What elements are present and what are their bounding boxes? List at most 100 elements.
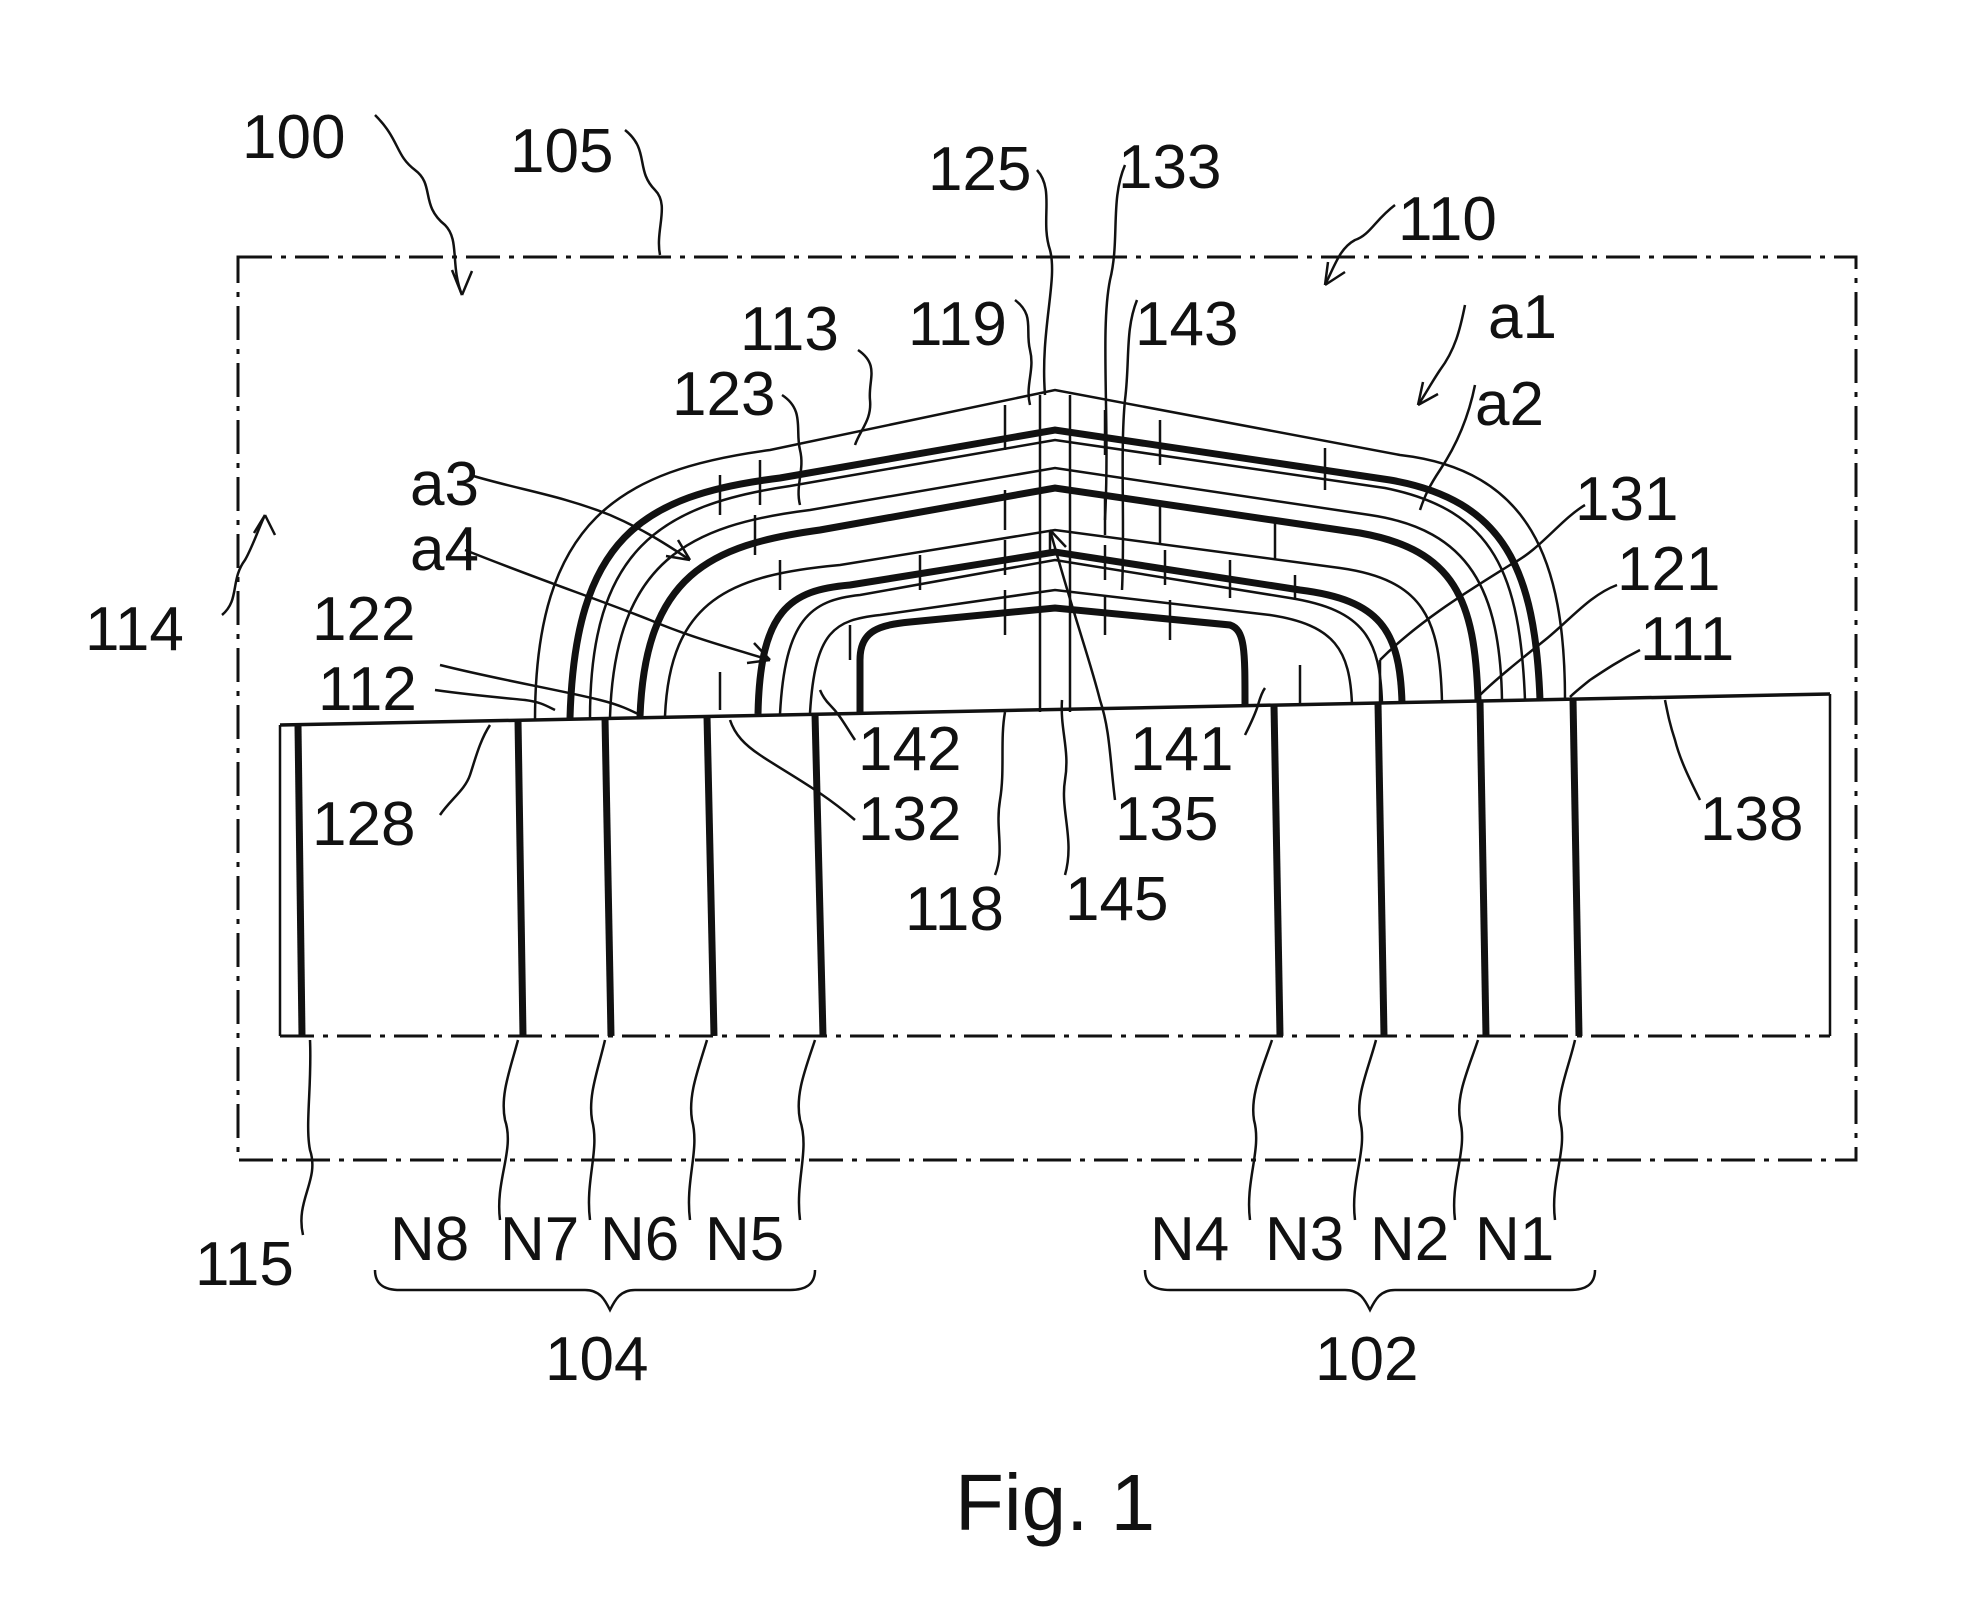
leader-100 <box>374 114 464 296</box>
label-N3: N3 <box>1265 1205 1344 1274</box>
label-a2: a2 <box>1475 370 1544 439</box>
leader-N5 <box>797 1039 817 1221</box>
label-128: 128 <box>312 790 415 859</box>
label-N2: N2 <box>1370 1205 1449 1274</box>
trench-N7 <box>601 717 615 1037</box>
brace-104 <box>373 1269 817 1313</box>
leader-138 <box>1663 699 1702 801</box>
leader-128 <box>438 724 492 816</box>
segment-ticks <box>718 405 1382 710</box>
label-N5: N5 <box>705 1205 784 1274</box>
leader-N4 <box>1247 1039 1274 1221</box>
label-142: 142 <box>858 715 961 784</box>
arch-a4-inner <box>856 604 1249 712</box>
leader-N1 <box>1552 1039 1577 1221</box>
trench-N3 <box>1374 702 1388 1037</box>
leader-105 <box>624 129 664 256</box>
label-123: 123 <box>672 360 775 429</box>
label-N6: N6 <box>600 1205 679 1274</box>
label-131: 131 <box>1575 465 1678 534</box>
leader-133 <box>1103 164 1127 521</box>
arrow-100 <box>450 269 474 296</box>
leader-111 <box>1569 648 1641 698</box>
label-132: 132 <box>858 785 961 854</box>
arrow-a3 <box>665 539 692 562</box>
leader-113 <box>853 348 873 446</box>
leader-N2 <box>1452 1039 1480 1221</box>
arch-a1-inner <box>566 426 1544 719</box>
trench-N1 <box>1569 698 1583 1037</box>
arrow-110 <box>1323 261 1346 287</box>
leader-141 <box>1243 687 1267 736</box>
label-141: 141 <box>1130 715 1233 784</box>
leader-143 <box>1120 299 1139 591</box>
label-112: 112 <box>318 655 417 724</box>
label-100: 100 <box>242 103 345 172</box>
arch-a1-outer <box>533 388 1567 721</box>
leader-lines <box>221 114 1702 1236</box>
label-133: 133 <box>1118 133 1221 202</box>
label-115: 115 <box>195 1230 294 1299</box>
leader-131 <box>1379 503 1586 661</box>
leader-N6 <box>687 1039 709 1221</box>
label-138: 138 <box>1700 785 1803 854</box>
arrow-a4 <box>746 642 771 665</box>
trench-N5 <box>811 713 827 1037</box>
arch-a3-inner <box>754 548 1406 715</box>
label-104: 104 <box>545 1325 648 1394</box>
trench-N2 <box>1476 700 1490 1037</box>
label-N8: N8 <box>390 1205 469 1274</box>
label-122: 122 <box>312 585 415 654</box>
leader-N7 <box>587 1039 607 1221</box>
leader-114 <box>221 514 267 616</box>
arch-a2-inner <box>636 484 1482 718</box>
figure-caption: Fig. 1 <box>955 1458 1155 1547</box>
label-121: 121 <box>1617 535 1720 604</box>
leader-145 <box>1060 699 1070 876</box>
label-102: 102 <box>1315 1325 1418 1394</box>
label-135: 135 <box>1115 785 1218 854</box>
label-a1: a1 <box>1488 283 1557 352</box>
arrow-a1 <box>1416 381 1439 407</box>
leader-a3 <box>469 473 691 562</box>
leader-135 <box>1048 529 1117 801</box>
arch-a4-outer <box>808 588 1354 714</box>
label-N4: N4 <box>1150 1205 1229 1274</box>
leader-a2 <box>1418 384 1477 511</box>
leader-a4 <box>464 548 771 662</box>
arch-a2-outer <box>608 466 1504 718</box>
arch-a1-inner2 <box>588 438 1527 719</box>
brace-102 <box>1143 1269 1597 1313</box>
label-119: 119 <box>908 290 1007 359</box>
label-110: 110 <box>1398 185 1497 254</box>
trench-N8 <box>514 719 527 1037</box>
label-a3: a3 <box>410 450 479 519</box>
label-N7: N7 <box>500 1205 579 1274</box>
label-113: 113 <box>740 295 839 364</box>
leader-a1 <box>1416 304 1467 406</box>
leader-142 <box>818 689 857 741</box>
leader-123 <box>781 393 803 506</box>
leader-119 <box>1014 299 1033 406</box>
label-a4: a4 <box>410 515 479 584</box>
trench-N4 <box>1270 704 1284 1037</box>
leader-132 <box>728 719 856 821</box>
label-118: 118 <box>905 875 1004 944</box>
label-111: 111 <box>1640 605 1734 674</box>
leader-N8 <box>497 1039 520 1221</box>
leader-110 <box>1323 204 1396 286</box>
label-125: 125 <box>928 135 1031 204</box>
trench-left-edge <box>294 724 306 1037</box>
trench-group <box>294 698 1583 1037</box>
trench-N6 <box>703 715 718 1037</box>
label-105: 105 <box>510 117 613 186</box>
arch-a3-inner2 <box>778 558 1384 715</box>
leader-121 <box>1479 583 1618 696</box>
leader-118 <box>993 711 1007 876</box>
outer-boundary <box>236 255 1858 1162</box>
label-N1: N1 <box>1475 1205 1554 1274</box>
leader-125 <box>1036 169 1054 396</box>
reference-labels: 100 105 125 133 110 113 119 143 a1 123 a… <box>85 103 1803 1394</box>
label-143: 143 <box>1135 290 1238 359</box>
